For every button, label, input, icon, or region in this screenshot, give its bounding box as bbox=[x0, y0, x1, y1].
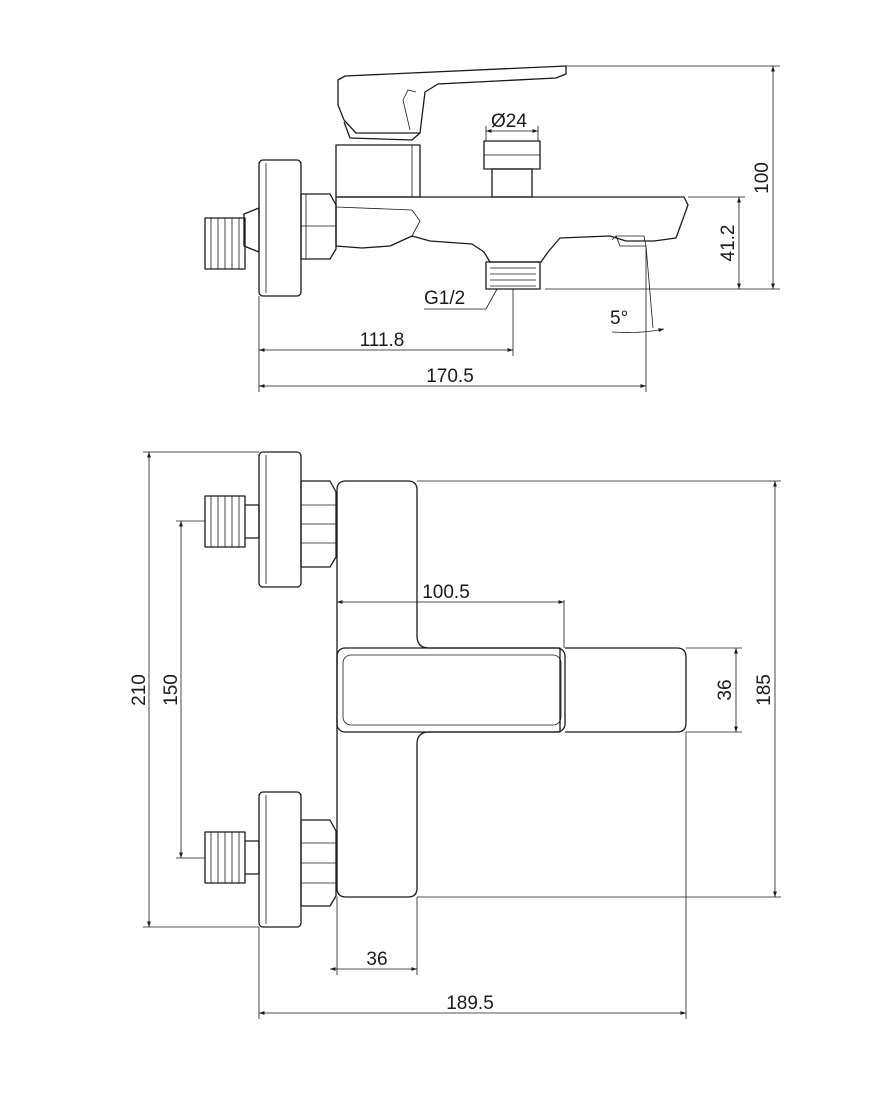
dim-spout-width: 36 bbox=[686, 647, 742, 733]
wall-flange bbox=[258, 159, 302, 297]
handle-lever bbox=[337, 65, 567, 141]
eccentric-connector bbox=[204, 207, 260, 270]
dim-center-distance: 150 bbox=[161, 520, 205, 859]
dim-spout-length-label: 100.5 bbox=[422, 582, 470, 603]
side-view: Ø24 100 41.2 G1/2 5° bbox=[204, 65, 780, 392]
dim-center-distance-label: 150 bbox=[161, 674, 182, 706]
lower-connection bbox=[204, 791, 337, 928]
cartridge-housing bbox=[335, 144, 421, 198]
dim-height-total: 100 bbox=[545, 65, 780, 290]
shower-outlet-thread bbox=[485, 261, 541, 290]
dim-body-width-label: 36 bbox=[366, 949, 387, 970]
dim-diameter-label: Ø24 bbox=[491, 111, 527, 132]
dim-height-spout: 41.2 bbox=[688, 196, 745, 289]
dim-thread-label: G1/2 bbox=[424, 288, 465, 309]
mixer-body-top bbox=[336, 480, 561, 898]
dim-outlet-distance-label: 111.8 bbox=[360, 330, 405, 351]
dim-height-spout-label: 41.2 bbox=[718, 225, 739, 262]
lever-inner bbox=[342, 654, 562, 726]
dim-outlet-distance: 111.8 bbox=[258, 289, 514, 392]
dim-overall-height: 210 bbox=[129, 451, 259, 928]
dim-spout-length: 100.5 bbox=[337, 582, 565, 648]
dim-diameter: Ø24 bbox=[485, 111, 539, 141]
dim-overall-width: 189.5 bbox=[258, 732, 687, 1019]
dim-body-width: 36 bbox=[330, 897, 418, 975]
spout-top bbox=[565, 647, 687, 733]
dim-body-depth-label: 185 bbox=[754, 674, 775, 706]
dim-overall-height-label: 210 bbox=[129, 674, 150, 706]
dim-overall-width-label: 189.5 bbox=[446, 993, 494, 1014]
dim-angle-label: 5° bbox=[610, 308, 628, 329]
hex-nut bbox=[300, 193, 337, 260]
dim-angle: 5° bbox=[610, 245, 665, 392]
dim-length-total: 170.5 bbox=[259, 366, 646, 388]
dim-length-total-label: 170.5 bbox=[426, 366, 474, 387]
dim-body-depth: 185 bbox=[417, 480, 781, 898]
dim-spout-width-label: 36 bbox=[715, 679, 736, 700]
dim-height-total-label: 100 bbox=[752, 162, 773, 194]
upper-connection bbox=[204, 451, 337, 588]
lever-top bbox=[336, 647, 566, 733]
top-view: 100.5 36 185 210 150 bbox=[129, 451, 781, 1019]
diverter-knob bbox=[483, 140, 541, 198]
dim-thread: G1/2 bbox=[424, 288, 498, 310]
mixer-body bbox=[335, 196, 689, 263]
